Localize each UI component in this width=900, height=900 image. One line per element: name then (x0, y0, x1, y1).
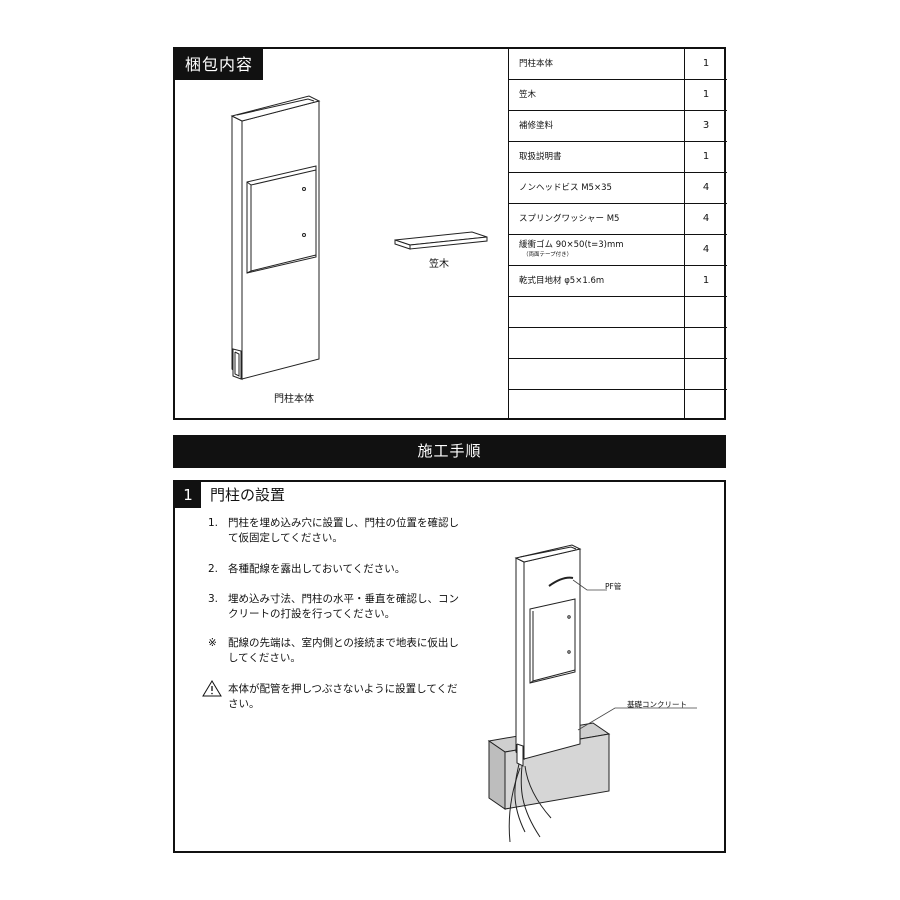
part-qty: 1 (684, 142, 727, 172)
leader-lines (572, 579, 697, 731)
part-qty: 3 (684, 111, 727, 141)
instruction-marker: 1. (208, 517, 219, 529)
step-number: 1 (175, 482, 201, 508)
part-qty (684, 359, 727, 389)
parts-table: 門柱本体 1 笠木 1 補修塗料 3 取扱説明書 1 ノンヘッドビス M5×35… (508, 49, 727, 420)
table-row: スプリングワッシャー M5 4 (509, 204, 727, 235)
post-label: 門柱本体 (274, 394, 314, 405)
table-row: ノンヘッドビス M5×35 4 (509, 173, 727, 204)
foundation-callout: 基礎コンクリート (627, 700, 687, 709)
table-row (509, 297, 727, 328)
part-name: ノンヘッドビス M5×35 (519, 183, 612, 193)
table-row (509, 359, 727, 390)
package-contents-section: 梱包内容 笠木 門柱本体 門柱本体 1 笠木 1 補修塗料 3 取扱説明書 1 … (173, 47, 727, 420)
instruction-marker: 2. (208, 563, 219, 575)
procedure-heading: 施工手順 (173, 435, 726, 468)
part-qty: 4 (684, 235, 727, 265)
instruction-text: 配線の先端は、室内側との接続まで地表に仮出ししてください。 (228, 637, 459, 664)
part-qty (684, 297, 727, 327)
package-illustration (230, 95, 488, 381)
table-row: 補修塗料 3 (509, 111, 727, 142)
part-name: 緩衝ゴム 90×50(t=3)mm （両面テープ付き） (519, 240, 624, 259)
pf-pipe-callout: PF管 (605, 582, 622, 591)
part-name: 補修塗料 (519, 121, 554, 131)
step-1-section: 1 門柱の設置 1. 門柱を埋め込み穴に設置し、門柱の位置を確認して仮固定してく… (173, 480, 726, 853)
part-name: 乾式目地材 φ5×1.6m (519, 276, 605, 286)
table-row (509, 390, 727, 420)
cap-drawing (394, 231, 488, 250)
table-row: 緩衝ゴム 90×50(t=3)mm （両面テープ付き） 4 (509, 235, 727, 266)
cap-label: 笠木 (429, 259, 449, 270)
table-row: 笠木 1 (509, 80, 727, 111)
part-name: 笠木 (519, 90, 537, 100)
part-qty: 4 (684, 173, 727, 203)
gate-post-drawing (230, 95, 321, 381)
part-name: 取扱説明書 (519, 152, 562, 162)
table-row: 乾式目地材 φ5×1.6m 1 (509, 266, 727, 297)
warning-icon (202, 680, 222, 697)
table-row (509, 328, 727, 359)
part-note: （両面テープ付き） (523, 252, 573, 258)
part-name: 門柱本体 (519, 59, 554, 69)
gate-post-drawing (514, 544, 582, 767)
part-qty: 4 (684, 204, 727, 234)
part-qty: 1 (684, 80, 727, 110)
part-qty: 1 (684, 49, 727, 79)
installation-illustration (202, 544, 697, 843)
part-qty (684, 328, 727, 358)
step-title: 門柱の設置 (210, 486, 286, 504)
instruction-text: 埋め込み寸法、門柱の水平・垂直を確認し、コンクリートの打設を行ってください。 (228, 593, 459, 620)
part-name: スプリングワッシャー M5 (519, 214, 620, 224)
part-qty (684, 390, 727, 420)
instruction-text: 各種配線を露出しておいてください。 (228, 563, 406, 575)
part-qty: 1 (684, 266, 727, 296)
table-row: 門柱本体 1 (509, 49, 727, 80)
instruction-marker: ※ (208, 637, 217, 649)
instruction-text: 門柱を埋め込み穴に設置し、門柱の位置を確認して仮固定してください。 (228, 517, 459, 544)
cables-drawing (508, 763, 552, 843)
instruction-text: 本体が配管を押しつぶさないように設置してください。 (228, 683, 458, 710)
table-row: 取扱説明書 1 (509, 142, 727, 173)
part-name-main: 緩衝ゴム 90×50(t=3)mm (519, 240, 624, 250)
package-contents-title: 梱包内容 (175, 49, 263, 80)
instruction-marker: 3. (208, 593, 219, 605)
